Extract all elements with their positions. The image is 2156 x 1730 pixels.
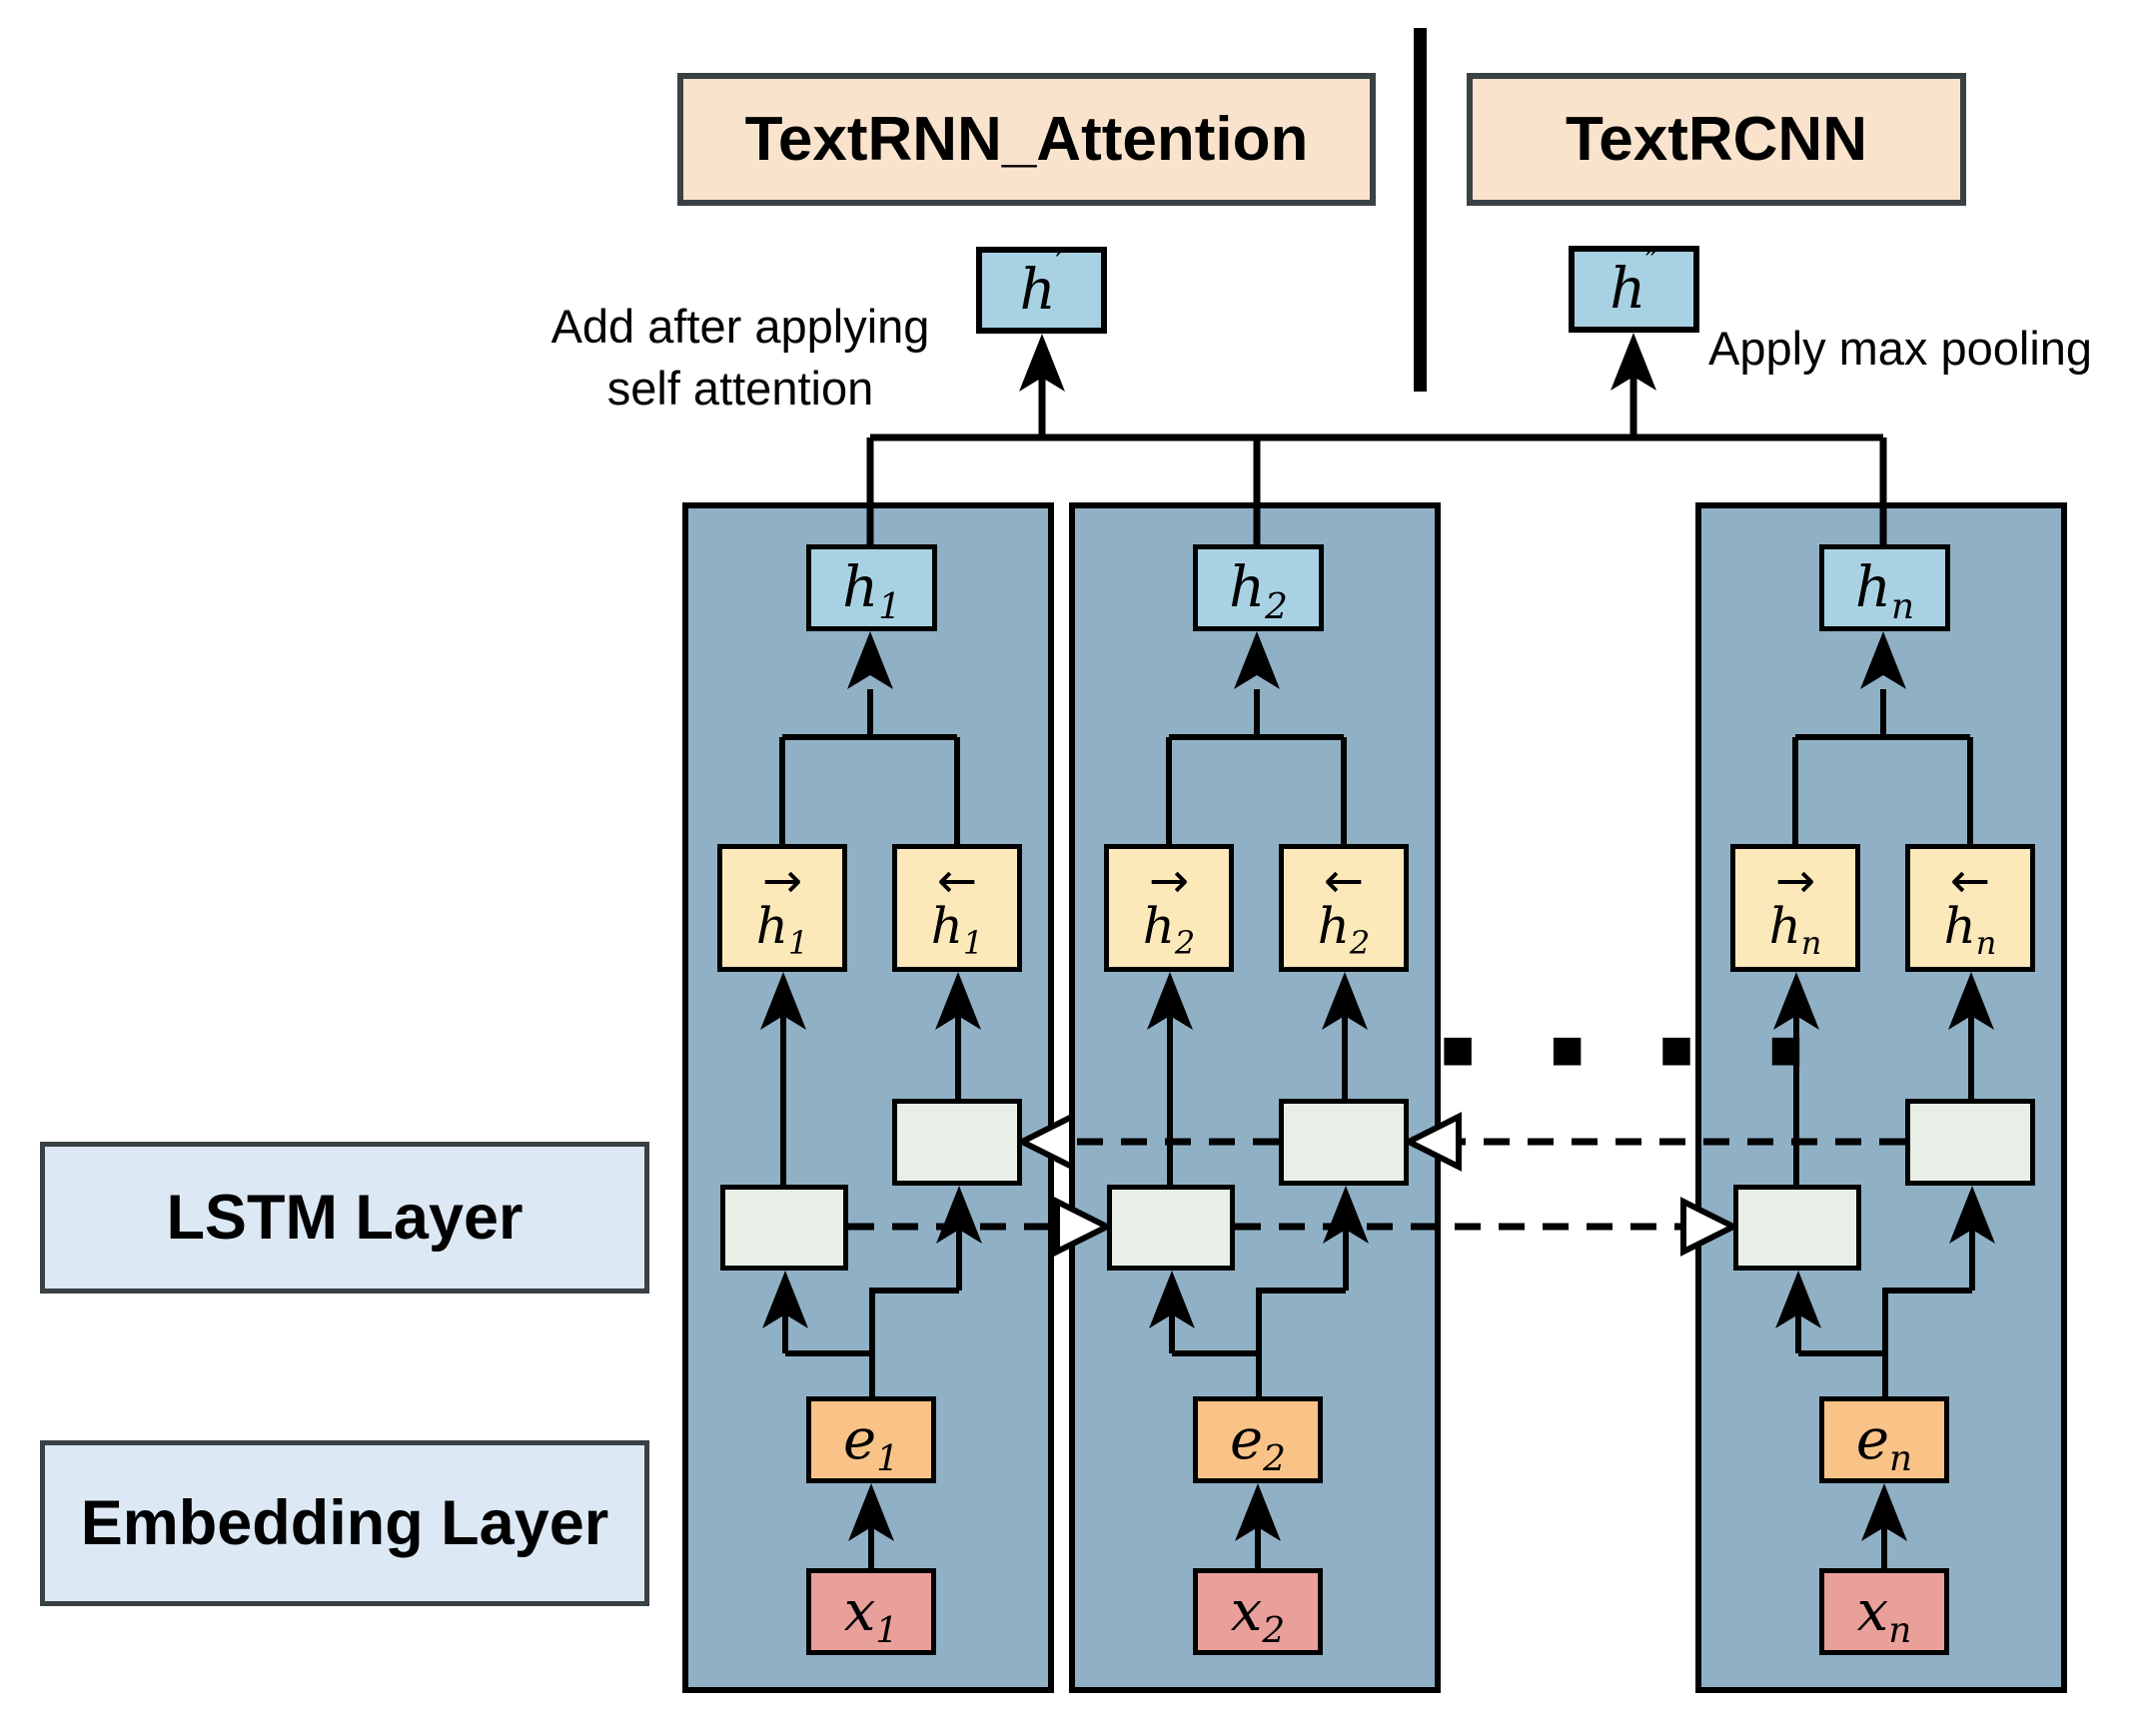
title-label: TextRCNN <box>1566 105 1867 174</box>
x2-label: x2 <box>1230 1578 1286 1651</box>
backward-hn-label: hn <box>1943 896 1997 962</box>
forward-hidden-box-2: → h2 <box>1104 844 1234 972</box>
backward-h1-label: h1 <box>930 896 984 962</box>
lstm-layer-label: LSTM Layer <box>40 1142 649 1294</box>
vertical-divider <box>1414 28 1427 392</box>
right-arrow-icon: → <box>1774 853 1816 910</box>
forward-lstm-cell-1 <box>720 1185 848 1271</box>
e2-label: e2 <box>1230 1406 1286 1479</box>
attention-annotation-line2: self attention <box>606 362 874 416</box>
embedding-layer-text: Embedding Layer <box>80 1488 609 1558</box>
ellipsis-dots-icon: ■ ■ ■ ■ <box>1441 1029 1835 1070</box>
title-textrcnn: TextRCNN <box>1467 73 1966 206</box>
hollow-arrowheads <box>1015 1112 1740 1257</box>
hidden-output-box-1: h1 <box>806 544 937 631</box>
backward-hidden-box-1: ← h1 <box>892 844 1022 972</box>
input-box-2: x2 <box>1193 1568 1323 1655</box>
xn-label: xn <box>1856 1578 1912 1651</box>
hidden-output-box-n: hn <box>1819 544 1950 631</box>
hidden-output-box-2: h2 <box>1193 544 1324 631</box>
e1-label: e1 <box>843 1406 899 1479</box>
input-box-1: x1 <box>806 1568 936 1655</box>
hn-label: hn <box>1854 554 1915 627</box>
left-arrow-icon: ← <box>1949 853 1991 910</box>
embedding-box-n: en <box>1819 1396 1949 1483</box>
backward-h2-label: h2 <box>1317 896 1371 962</box>
left-arrow-icon: ← <box>936 853 978 910</box>
recurrent-dashed-lines <box>848 1138 1905 1231</box>
backward-hidden-box-n: ← hn <box>1905 844 2035 972</box>
forward-lstm-cell-2 <box>1107 1185 1235 1271</box>
h2-label: h2 <box>1229 554 1288 627</box>
embedding-layer-label: Embedding Layer <box>40 1440 649 1606</box>
embedding-box-2: e2 <box>1193 1396 1323 1483</box>
x1-label: x1 <box>843 1578 899 1651</box>
attention-annotation-line1: Add after applying <box>550 300 930 353</box>
maxpool-annotation: Apply max pooling <box>1708 322 2093 375</box>
embedding-box-1: e1 <box>806 1396 936 1483</box>
lstm-layer-text: LSTM Layer <box>166 1183 524 1253</box>
forward-hidden-box-n: → hn <box>1730 844 1860 972</box>
attention-annotation: Add after applying self attention <box>441 296 1040 420</box>
input-box-n: xn <box>1819 1568 1949 1655</box>
h-double-prime-label: h″ <box>1610 242 1658 322</box>
title-textrnn-attention: TextRNN_Attention <box>677 73 1376 206</box>
title-label: TextRNN_Attention <box>744 105 1309 174</box>
backward-lstm-cell-1 <box>892 1099 1022 1186</box>
pooled-vector-h-double-prime: h″ <box>1569 242 1699 333</box>
left-arrow-icon: ← <box>1323 853 1365 910</box>
backward-hidden-box-2: ← h2 <box>1279 844 1409 972</box>
en-label: en <box>1855 1406 1913 1479</box>
forward-lstm-cell-n <box>1733 1185 1861 1271</box>
backward-lstm-cell-2 <box>1279 1099 1409 1186</box>
pooled-vector-h-prime: h′ <box>976 243 1107 334</box>
h-prime-label: h′ <box>1019 243 1064 323</box>
forward-h1-label: h1 <box>755 896 809 962</box>
forward-h2-label: h2 <box>1142 896 1196 962</box>
right-arrow-icon: → <box>1148 853 1190 910</box>
forward-hn-label: hn <box>1768 896 1822 962</box>
right-arrow-icon: → <box>761 853 803 910</box>
forward-hidden-box-1: → h1 <box>717 844 847 972</box>
backward-lstm-cell-n <box>1905 1099 2035 1186</box>
solid-arrowheads <box>760 333 1995 1541</box>
h1-label: h1 <box>842 554 901 627</box>
